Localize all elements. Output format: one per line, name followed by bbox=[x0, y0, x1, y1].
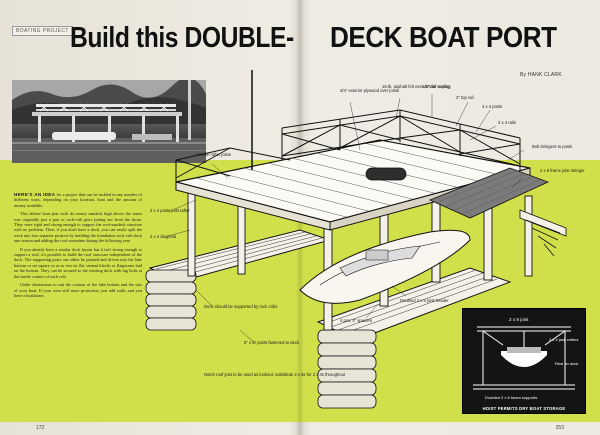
stairs bbox=[519, 209, 567, 257]
inset-rest-label: Rest on dock bbox=[555, 361, 578, 366]
photo-illustration bbox=[12, 80, 206, 163]
title-left: Build this DOUBLE- bbox=[70, 22, 294, 54]
paragraph-3: If you already have a similar dock layou… bbox=[14, 246, 142, 279]
inset-diagram: 2 x 8 joist 2 x 4 jack rafters Rest on d… bbox=[473, 317, 578, 400]
deck-railing bbox=[175, 109, 521, 182]
right-dock bbox=[316, 267, 512, 409]
label-dock-note: Dock should be supported by rock cribs bbox=[204, 304, 277, 309]
label-posts-4x4: 4 x 4 posts bbox=[482, 104, 502, 109]
page-number-left: 172 bbox=[36, 425, 45, 431]
rock-crib-right bbox=[317, 329, 377, 409]
paragraph-1: HERE'S AN IDEA for a project that can be… bbox=[14, 192, 142, 208]
hoist-inset: 2 x 8 joist 2 x 4 jack rafters Rest on d… bbox=[462, 308, 586, 414]
label-diagonal: 2 x 4 diagonal bbox=[150, 234, 176, 239]
label-purlin: 2 x 4 posts joist rafter bbox=[150, 208, 190, 213]
callouts: 3/4" exterior plywood over joists 15-lb.… bbox=[150, 84, 585, 377]
inset-caption: HOIST PERMITS DRY BOAT STORAGE bbox=[482, 406, 566, 411]
upper-deck bbox=[175, 139, 550, 231]
article-body: HERE'S AN IDEA for a project that can be… bbox=[14, 192, 142, 301]
label-roof-note: Notch roof joist to be used as lookout, … bbox=[204, 372, 346, 377]
inset-joist-label: 2 x 8 joist bbox=[509, 317, 529, 322]
rock-crib-left bbox=[145, 269, 197, 331]
leader-lines bbox=[167, 94, 525, 345]
label-stringers: Bolt stringers to posts bbox=[532, 144, 572, 149]
boat-port-photo bbox=[12, 80, 206, 163]
label-header: Doubled 2 x 6 joist header bbox=[400, 298, 449, 303]
boat bbox=[299, 229, 471, 304]
section-tag: BOATING PROJECT bbox=[12, 26, 73, 36]
paragraph-4: Under dimensions to suit the contour of … bbox=[14, 282, 142, 298]
label-rails-2x4: 2 x 4 rails bbox=[498, 120, 516, 125]
paragraph-2: This deluxe boat port with its roomy sun… bbox=[14, 211, 142, 244]
title-right: DECK BOAT PORT bbox=[330, 22, 557, 54]
paragraph-1-text: for a project that can be tackled in any… bbox=[14, 192, 142, 208]
label-frame-joist: 2 x 6 frame joist stringer bbox=[540, 168, 585, 173]
label-double-rafter: Double rafter joists bbox=[196, 152, 231, 157]
byline: By HANK CLARK bbox=[520, 72, 562, 78]
page-number-right: 253 bbox=[555, 425, 564, 431]
inset-posts-label: 2 x 4 jack rafters bbox=[549, 337, 578, 342]
lead-word: HERE'S AN IDEA bbox=[14, 192, 56, 197]
label-rail-coping: 1/2" rail coping bbox=[422, 84, 450, 89]
label-asphalt-roofing: 15-lb. asphalt felt over similar roofing bbox=[382, 84, 451, 89]
label-posts-cribs: 5" x 5" posts fastened to deck bbox=[244, 340, 300, 345]
label-spacers: 4 pcs. 4" spacers bbox=[340, 318, 372, 323]
label-exterior-plywood: 3/4" exterior plywood over joists bbox=[340, 88, 399, 93]
inset-beam-label: Doubled 2 x 8 beam supports bbox=[485, 395, 537, 400]
label-top-rail: 2" top rail bbox=[456, 95, 474, 100]
